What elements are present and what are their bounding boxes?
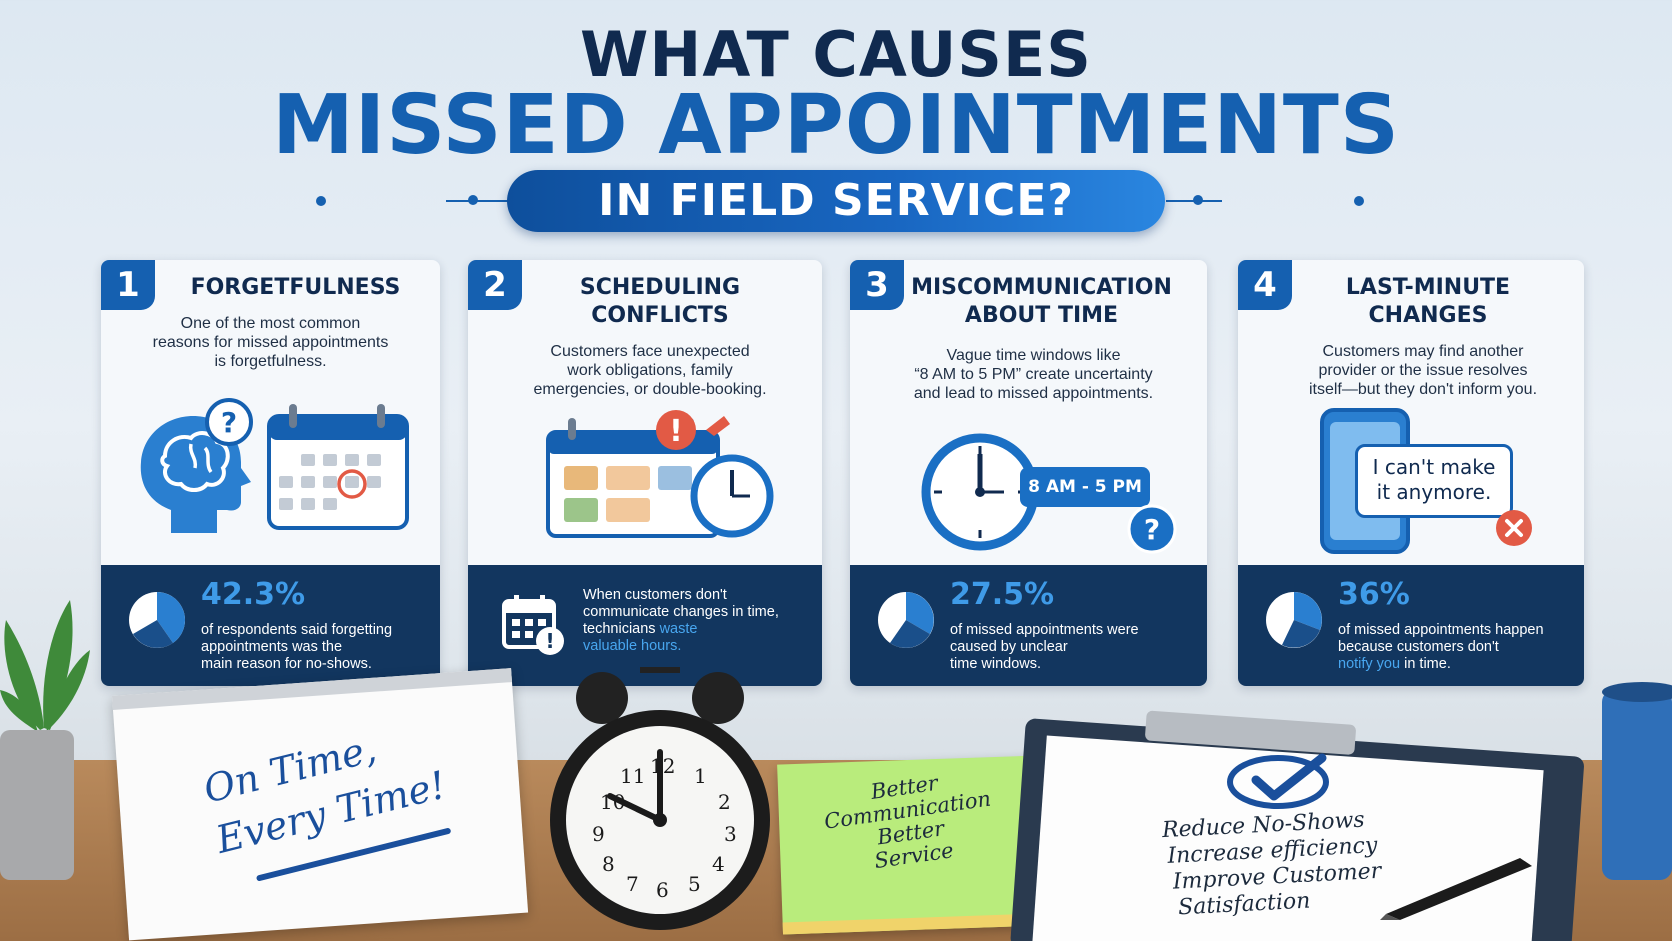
subtitle-pill: IN FIELD SERVICE?: [507, 170, 1165, 232]
checkmark-icon: [1227, 753, 1329, 809]
stat-text: of missed appointments happen because cu…: [1338, 622, 1544, 672]
clock-numeral-7: 7: [626, 872, 639, 896]
deco-dot-left-inner: [468, 195, 478, 205]
card-description: Vague time windows like “8 AM to 5 PM” c…: [913, 347, 1154, 402]
deco-dot-right: [1354, 196, 1364, 206]
clock-numeral-8: 8: [602, 852, 615, 876]
card-footer: 42.3% of respondents said forgetting app…: [101, 565, 440, 686]
svg-text:?: ?: [221, 406, 237, 439]
clock-numeral-6: 6: [656, 878, 669, 902]
svg-text:!: !: [545, 629, 554, 653]
card-number: 2: [468, 260, 522, 310]
card-description: Customers may find another provider or t…: [1308, 343, 1538, 398]
card-description: One of the most common reasons for misse…: [152, 315, 389, 370]
clock-numeral-2: 2: [718, 790, 731, 814]
title-line-1: WHAT CAUSES: [580, 18, 1092, 91]
title-line-2: MISSED APPOINTMENTS: [272, 78, 1400, 173]
card-title: SCHEDULING CONFLICTS: [579, 275, 741, 328]
clock-numeral-11: 11: [620, 764, 646, 788]
alarm-clock-icon: [550, 667, 770, 930]
card-number: 1: [101, 260, 155, 310]
clock-numeral-4: 4: [712, 852, 725, 876]
question-icon: ?: [1127, 504, 1177, 554]
clock-numeral-9: 9: [592, 822, 605, 846]
card-number: 3: [850, 260, 904, 310]
stat-value: 27.5%: [950, 577, 1055, 612]
card-footer: ! When customers don't communicate chang…: [468, 565, 822, 686]
calendar-alert-icon: !: [502, 595, 564, 655]
card-scheduling-conflicts: 2 SCHEDULING CONFLICTS Customers face un…: [468, 260, 822, 686]
close-icon: [1496, 510, 1532, 546]
chat-bubble: I can't make it anymore.: [1355, 444, 1513, 518]
clock-numeral-10: 10: [600, 790, 626, 814]
card-footer: 36% of missed appointments happen becaus…: [1238, 565, 1584, 686]
footer-text: When customers don't communicate changes…: [583, 587, 779, 654]
card-title: LAST-MINUTE CHANGES: [1345, 275, 1511, 328]
deco-dot-right-inner: [1193, 195, 1203, 205]
pen-icon: [1380, 858, 1532, 920]
pie-chart-icon: [129, 592, 186, 648]
pie-chart-icon: [1266, 592, 1322, 648]
notepad-text: On Time, Every Time!: [199, 726, 451, 863]
plant-icon: [0, 600, 90, 880]
clock-numeral-5: 5: [688, 872, 701, 896]
card-title: MISCOMMUNICATION ABOUT TIME: [911, 275, 1172, 328]
calendar-icon: [267, 404, 409, 530]
calendar-clock-icon: !: [546, 410, 774, 538]
pie-chart-icon: [878, 592, 934, 648]
card-forgetfulness: 1 FORGETFULNESS One of the most common r…: [101, 260, 440, 686]
clock-numeral-12: 12: [650, 754, 676, 778]
stat-value: 36%: [1338, 577, 1410, 612]
card-title: FORGETFULNESS: [190, 275, 401, 300]
clock-numeral-3: 3: [724, 822, 737, 846]
card-miscommunication: 3 MISCOMMUNICATION ABOUT TIME Vague time…: [850, 260, 1207, 686]
card-last-minute-changes: 4 LAST-MINUTE CHANGES Customers may find…: [1238, 260, 1584, 686]
card-footer: 27.5% of missed appointments were caused…: [850, 565, 1207, 686]
stat-text: of respondents said forgetting appointme…: [201, 622, 393, 672]
deco-dot-left: [316, 196, 326, 206]
card-number: 4: [1238, 260, 1292, 310]
notepad: On Time, Every Time!: [112, 668, 529, 941]
time-window-badge: 8 AM - 5 PM: [1020, 467, 1150, 507]
sticky-note-text: Better Communication Better Service: [822, 770, 993, 874]
svg-text:?: ?: [1144, 513, 1160, 546]
card-description: Customers face unexpected work obligatio…: [533, 343, 767, 398]
clock-numeral-1: 1: [694, 764, 707, 788]
stat-value: 42.3%: [201, 577, 306, 612]
stat-text: of missed appointments were caused by un…: [950, 622, 1139, 672]
svg-text:!: !: [669, 414, 683, 449]
sticky-note: Better Communication Better Service: [777, 755, 1043, 935]
brain-head-icon: ?: [140, 398, 253, 533]
mug-icon: [1602, 682, 1672, 880]
